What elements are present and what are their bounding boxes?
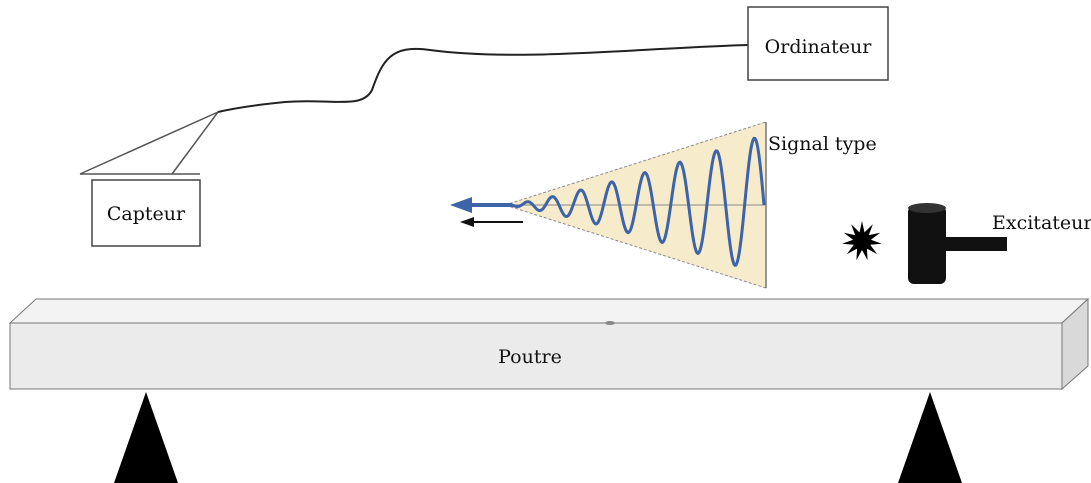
beam-label: Poutre — [498, 346, 562, 368]
cable — [217, 44, 749, 113]
sensor-lead — [79, 111, 219, 175]
beam-mark — [605, 321, 615, 325]
arrow-left-icon — [460, 217, 523, 227]
beam: Poutre — [8, 297, 1090, 391]
right-support — [898, 392, 962, 483]
left-support — [114, 392, 178, 483]
sensor-box: Capteur — [91, 179, 201, 247]
signal-direction-arrow-head — [450, 197, 472, 213]
beam-front-face — [9, 322, 1063, 390]
signal-label: Signal type — [768, 133, 877, 155]
hammer-icon — [908, 203, 1007, 284]
sensor-label: Capteur — [107, 203, 186, 225]
exciter-label: Excitateur — [992, 212, 1091, 234]
beam-top-face — [8, 298, 1090, 324]
computer-box: Ordinateur — [747, 6, 889, 81]
computer-label: Ordinateur — [765, 36, 873, 58]
impact-burst-icon — [842, 221, 882, 261]
signal-wave — [505, 136, 766, 268]
signal-graphic: Signal type — [450, 121, 877, 289]
